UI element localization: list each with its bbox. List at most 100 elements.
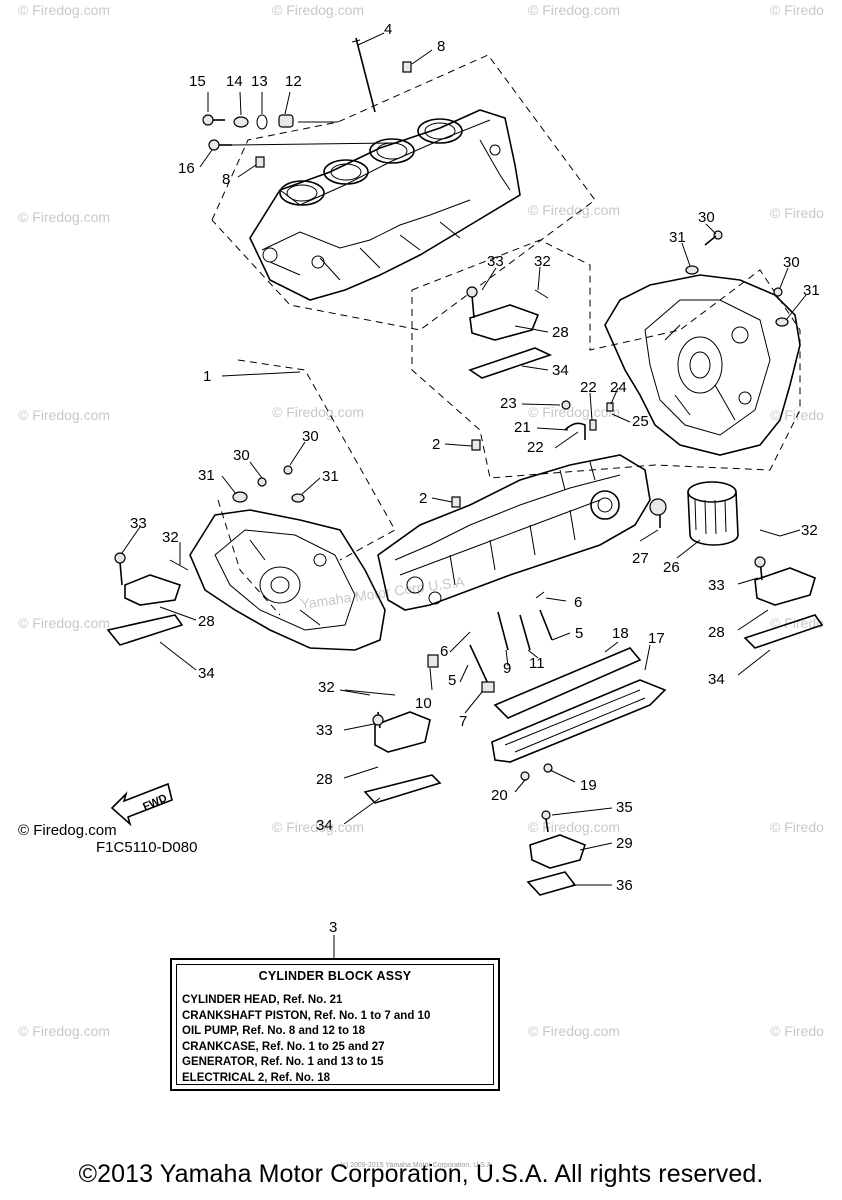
callout-34: 34 [198,665,215,682]
generator-cover-right [604,274,801,456]
callout-7: 7 [459,713,467,730]
callout-18: 18 [612,625,629,642]
assembly-line: CYLINDER HEAD, Ref. No. 21 [182,994,343,1006]
callout-31: 31 [803,282,820,299]
callout-19: 19 [580,777,597,794]
assembly-line: CRANKCASE, Ref. No. 1 to 25 and 27 [182,1040,385,1053]
callout-32: 32 [801,522,818,539]
assembly-line: ELECTRICAL 2, Ref. No. 18 [182,1071,331,1084]
callout-4: 4 [384,21,392,38]
callout-17: 17 [648,630,665,647]
footer-copyright: ©2013 Yamaha Motor Corporation, U.S.A. A… [78,1160,764,1188]
watermark: © Firedog.com [528,819,620,835]
callout-31: 31 [322,468,339,485]
watermark: © Firedog.com [272,404,364,420]
callout-21: 21 [514,419,531,436]
callout-28: 28 [316,771,333,788]
watermark: © Firedog.com [18,2,110,18]
callout-30: 30 [233,447,250,464]
callout-22: 22 [527,439,544,456]
callout-10: 10 [415,695,432,712]
callout-29: 29 [616,835,633,852]
assembly-box-inner-border [176,964,494,1085]
assembly-info-box: CYLINDER BLOCK ASSY CYLINDER HEAD, Ref. … [170,958,500,1091]
watermark-dark: © Firedog.com [18,822,117,839]
watermark: © Firedog.com [18,1023,110,1039]
assembly-lines: CYLINDER HEAD, Ref. No. 21 CRANKSHAFT PI… [182,993,430,1086]
callout-31: 31 [669,229,686,246]
callout-33: 33 [708,577,725,594]
watermark: © Firedog.com [272,2,364,18]
engine-mount-top [466,286,553,379]
callout-33: 33 [130,515,147,532]
watermark: © Firedog.com [272,819,364,835]
watermark: © Firedog.com [528,404,620,420]
breather-parts [561,400,614,440]
callout-26: 26 [663,559,680,576]
callout-25: 25 [632,413,649,430]
crankcase [377,439,651,611]
callout-6: 6 [574,594,582,611]
callout-3: 3 [329,919,337,936]
watermarks: © Firedog.com © Firedog.com © Firedog.co… [18,2,824,1039]
callout-5: 5 [448,672,456,689]
watermark: © Firedo [770,205,824,221]
callout-33: 33 [316,722,333,739]
assembly-outlines [211,54,801,616]
tiny-copyright: (c) 2009-2015 Yamaha Motor Corporation, … [340,1162,494,1169]
callout-34: 34 [552,362,569,379]
callout-2: 2 [432,436,440,453]
fwd-arrow-icon: FWD [110,782,173,827]
callout-8: 8 [437,38,445,55]
callout-6: 6 [440,643,448,660]
fwd-label: FWD [141,792,169,813]
callout-36: 36 [616,877,633,894]
callout-32: 32 [162,529,179,546]
watermark: © Firedog.com [18,615,110,631]
callout-numbers: 4 8 15 14 13 12 16 8 30 31 33 32 30 31 2… [96,21,820,936]
callout-23: 23 [500,395,517,412]
callout-1: 1 [203,368,211,385]
washers-and-bolts [232,230,789,503]
assembly-line: GENERATOR, Ref. No. 1 and 13 to 15 [182,1056,384,1068]
sensor-bracket [526,810,586,896]
watermark: © Firedo [770,2,824,18]
callout-15: 15 [189,73,206,90]
leader-lines [121,32,807,958]
callout-12: 12 [285,73,302,90]
engine-mount-right [743,529,824,649]
drawing-code: F1C5110-D080 [96,839,197,856]
watermark: © Firedo [770,819,824,835]
assembly-line: CRANKSHAFT PISTON, Ref. No. 1 to 7 and 1… [182,1009,431,1022]
callout-9: 9 [503,660,511,677]
callout-28: 28 [708,624,725,641]
callout-30: 30 [302,428,319,445]
callout-35: 35 [616,799,633,816]
watermark: © Firedog.com [18,407,110,423]
callout-28: 28 [198,613,215,630]
callout-34: 34 [316,817,333,834]
callout-2: 2 [419,490,427,507]
assembly-line: OIL PUMP, Ref. No. 8 and 12 to 18 [182,1025,365,1037]
callout-32: 32 [534,253,551,270]
callout-11: 11 [529,655,545,672]
engine-mount-left [106,552,189,646]
cylinder-block [249,109,521,301]
watermark: © Firedog.com [18,209,110,225]
callout-14: 14 [226,73,243,90]
crankcase-bolts [427,498,667,693]
callout-33: 33 [487,253,504,270]
callout-32: 32 [318,679,335,696]
oil-filter [687,481,739,546]
watermark: © Firedog.com [528,202,620,218]
callout-27: 27 [632,550,649,567]
callout-24: 24 [610,379,627,396]
callout-30: 30 [698,209,715,226]
callout-22: 22 [580,379,597,396]
callout-30: 30 [783,254,800,271]
callout-20: 20 [491,787,508,804]
callout-13: 13 [251,73,268,90]
oil-pressure-parts [202,37,412,168]
watermark: © Firedo [770,1023,824,1039]
